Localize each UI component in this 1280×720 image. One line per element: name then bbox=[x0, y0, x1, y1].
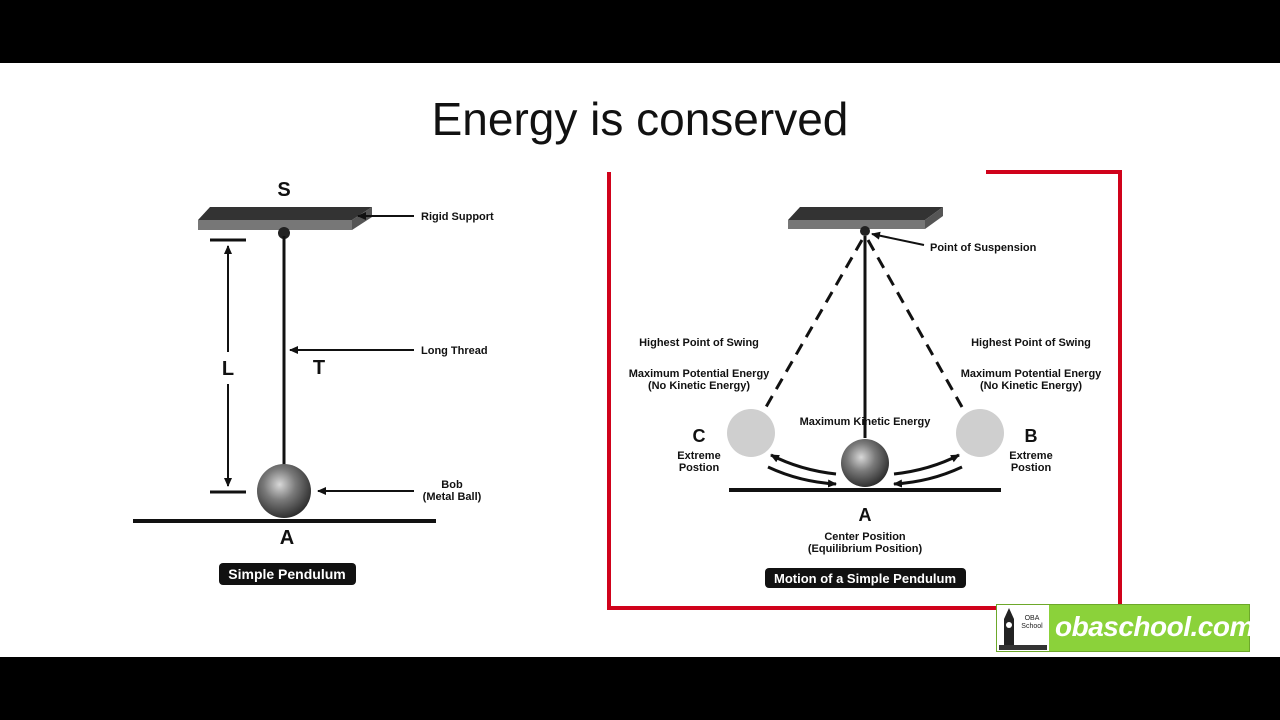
left-position-label: Postion bbox=[679, 462, 720, 474]
logo-emblem: OBA School bbox=[997, 605, 1049, 651]
suspension-pointer-arrow bbox=[871, 231, 925, 246]
suspension-plate-side bbox=[788, 220, 925, 229]
rigid-support-label: Rigid Support bbox=[421, 211, 494, 223]
support-letter-s: S bbox=[277, 179, 290, 201]
obaschool-logo[interactable]: OBA School obaschool.com bbox=[996, 604, 1254, 652]
center-position-label: Center Position bbox=[824, 531, 906, 543]
long-thread-label: Long Thread bbox=[421, 345, 488, 357]
center-letter-a: A bbox=[859, 505, 872, 525]
motion-pendulum-caption: Motion of a Simple Pendulum bbox=[774, 571, 956, 586]
left-max-potential-label: Maximum Potential Energy bbox=[629, 368, 770, 380]
equilibrium-position-label: (Equilibrium Position) bbox=[808, 543, 923, 555]
slide-background bbox=[0, 63, 1280, 657]
extreme-ball-left bbox=[727, 409, 775, 457]
position-letter-a: A bbox=[280, 527, 294, 549]
left-no-kinetic-label: (No Kinetic Energy) bbox=[648, 380, 750, 392]
point-of-suspension-label: Point of Suspension bbox=[930, 242, 1037, 254]
extreme-ball-right bbox=[956, 409, 1004, 457]
obaschool-logo-text: obaschool.com bbox=[1055, 611, 1254, 642]
tension-letter-t: T bbox=[313, 357, 325, 379]
slide-title: Energy is conserved bbox=[431, 93, 849, 145]
bottom-letterbox bbox=[0, 657, 1280, 720]
motion-caption-box bbox=[765, 568, 966, 588]
right-max-potential-label: Maximum Potential Energy bbox=[961, 368, 1102, 380]
suspension-plate-edge bbox=[925, 207, 943, 229]
simple-pendulum-caption: Simple Pendulum bbox=[228, 566, 345, 582]
point-of-suspension bbox=[860, 226, 870, 236]
caption-box bbox=[219, 563, 356, 585]
simple-pendulum-diagram: S L T Rigid Support Long Thread Bob (Met… bbox=[133, 179, 494, 585]
motion-pendulum-diagram: Point of Suspension Highest Point of Swi… bbox=[607, 170, 1122, 610]
suspension-point bbox=[278, 227, 290, 239]
position-letter-c: C bbox=[693, 426, 706, 446]
motion-arrow-lower-right bbox=[893, 465, 963, 488]
motion-arrow-upper-left bbox=[770, 453, 837, 476]
right-position-label: Postion bbox=[1011, 462, 1052, 474]
length-letter-l: L bbox=[222, 358, 234, 380]
max-kinetic-energy-label: Maximum Kinetic Energy bbox=[800, 416, 932, 428]
bob-label: Bob bbox=[441, 479, 463, 491]
rigid-support-plate-side bbox=[198, 220, 352, 230]
left-extreme-label: Extreme bbox=[677, 450, 720, 462]
left-highest-point-label: Highest Point of Swing bbox=[639, 337, 759, 349]
right-highest-point-label: Highest Point of Swing bbox=[971, 337, 1091, 349]
pendulum-bob bbox=[257, 464, 311, 518]
motion-arrow-lower-left bbox=[767, 465, 837, 488]
rigid-support-plate-top bbox=[198, 207, 372, 220]
right-no-kinetic-label: (No Kinetic Energy) bbox=[980, 380, 1082, 392]
bob-label-sub: (Metal Ball) bbox=[423, 491, 482, 503]
clock-tower-icon bbox=[999, 608, 1047, 650]
logo-emblem-text: OBA School bbox=[1021, 615, 1043, 630]
position-letter-b: B bbox=[1025, 426, 1038, 446]
suspension-plate-top bbox=[788, 207, 943, 220]
left-dashed-thread bbox=[764, 239, 864, 408]
right-extreme-label: Extreme bbox=[1009, 450, 1052, 462]
center-bob bbox=[841, 439, 889, 487]
right-dashed-thread bbox=[866, 239, 964, 408]
top-letterbox bbox=[0, 0, 1280, 63]
motion-arrow-upper-right bbox=[893, 453, 960, 476]
